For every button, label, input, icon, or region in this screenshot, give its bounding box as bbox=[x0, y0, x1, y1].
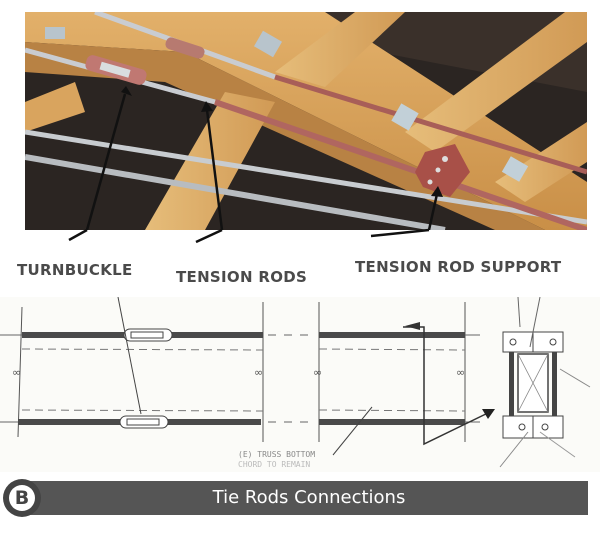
truss-bottom-note: (E) TRUSS BOTTOM bbox=[238, 450, 316, 459]
section-badge: B bbox=[3, 479, 41, 517]
rod-support-section-detail bbox=[499, 296, 591, 468]
turnbuckle-symbol-bottom bbox=[119, 415, 169, 429]
truss-bottom-note-line2: CHORD TO REMAIN bbox=[238, 460, 311, 469]
turnbuckle-shape bbox=[85, 55, 147, 85]
caption-bar: Tie Rods Connections bbox=[30, 481, 588, 515]
photo-illustration bbox=[25, 12, 587, 230]
svg-text:∞: ∞ bbox=[456, 366, 465, 379]
svg-text:∞: ∞ bbox=[12, 366, 21, 379]
svg-text:∞: ∞ bbox=[313, 366, 322, 379]
label-pointer-lines bbox=[68, 228, 430, 244]
tension-rods-label: TENSION RODS bbox=[176, 268, 308, 286]
section-badge-letter: B bbox=[9, 485, 35, 511]
caption-title: Tie Rods Connections bbox=[212, 487, 406, 508]
drawing-illustration: ∞ ∞ ∞ ∞ bbox=[0, 296, 591, 468]
turnbuckle-label: TURNBUCKLE bbox=[17, 261, 133, 279]
tension-rod-support-label: TENSION ROD SUPPORT bbox=[355, 258, 562, 276]
svg-text:∞: ∞ bbox=[254, 366, 263, 379]
turnbuckle-symbol-top bbox=[123, 328, 173, 342]
tie-rod-plan-drawing: ∞ ∞ ∞ ∞ bbox=[0, 296, 600, 472]
roof-framing-photo bbox=[25, 12, 587, 230]
